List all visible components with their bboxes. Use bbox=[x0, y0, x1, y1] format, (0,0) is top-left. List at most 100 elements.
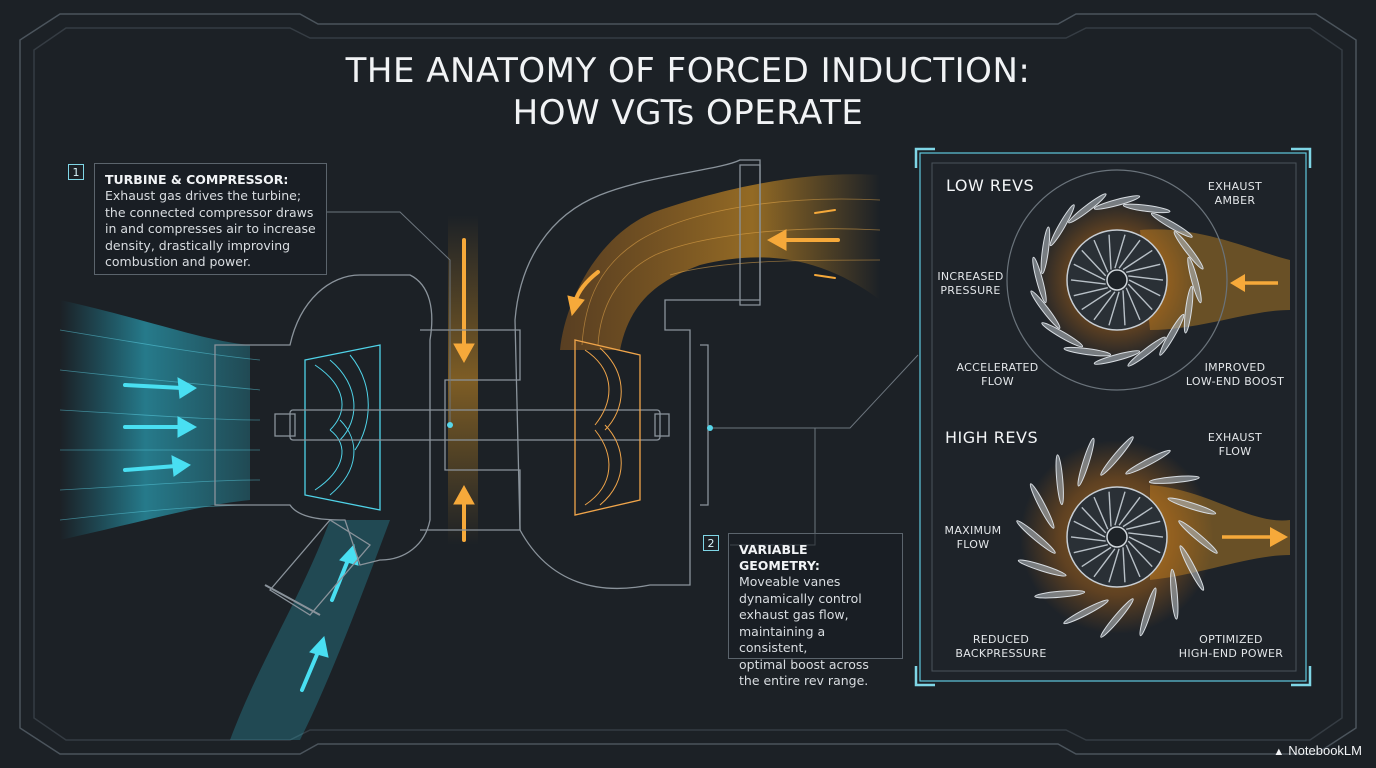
guide-vane bbox=[1063, 346, 1112, 357]
turbine-blade bbox=[1122, 290, 1126, 326]
turbine-blade bbox=[1128, 532, 1164, 538]
high-revs-heading: HIGH REVS bbox=[945, 428, 1039, 447]
guide-vane bbox=[1167, 497, 1217, 515]
high-revs-backpressure-label: REDUCED BACKPRESSURE bbox=[945, 633, 1057, 661]
callout-2-line: the entire rev range. bbox=[739, 673, 869, 688]
turbine-blade bbox=[1081, 506, 1107, 534]
turbine-blade bbox=[1126, 263, 1161, 273]
callout-2-line: dynamically control bbox=[739, 590, 862, 606]
guide-vane bbox=[1183, 285, 1194, 334]
turbine-blade bbox=[1122, 249, 1153, 271]
guide-vane bbox=[1063, 599, 1109, 625]
guide-vane bbox=[1093, 195, 1141, 210]
outer-frame bbox=[19, 13, 1357, 755]
guide-vane bbox=[1032, 256, 1047, 304]
low-revs-flow-label: ACCELERATED FLOW bbox=[945, 361, 1050, 389]
title-line-1: THE ANATOMY OF FORCED INDUCTION: bbox=[345, 51, 1031, 91]
callout-2-line: optimal boost across bbox=[739, 656, 869, 672]
callout-2-line: maintaining a consistent, bbox=[739, 623, 826, 656]
label-line: INCREASED bbox=[937, 270, 1004, 283]
guide-vane bbox=[1093, 350, 1141, 365]
title-line-2: HOW VGTs OPERATE bbox=[512, 93, 864, 133]
turbine-blade bbox=[1108, 234, 1112, 270]
turbine-blade bbox=[1128, 536, 1161, 554]
turbine-blade bbox=[1108, 548, 1120, 583]
exhaust-arrows bbox=[453, 209, 840, 542]
guide-vane bbox=[1100, 598, 1134, 638]
turbine-blade bbox=[1125, 544, 1141, 578]
label-line: EXHAUST bbox=[1207, 180, 1263, 193]
label-line: AMBER bbox=[1214, 194, 1256, 207]
label-line: IMPROVED bbox=[1204, 361, 1266, 374]
turbine-blade bbox=[1122, 506, 1153, 528]
label-line: ACCELERATED bbox=[956, 361, 1039, 374]
low-revs-boost-label: IMPROVED LOW-END BOOST bbox=[1180, 361, 1290, 389]
callout-1-line: Exhaust gas drives the turbine; bbox=[105, 188, 302, 203]
guide-vane bbox=[1127, 336, 1166, 367]
high-revs-exhaust-label: EXHAUST FLOW bbox=[1190, 431, 1280, 459]
turbine-blade bbox=[1081, 546, 1112, 568]
callout-1-line: combustion and power. bbox=[105, 254, 251, 269]
turbine-blade bbox=[1081, 289, 1112, 311]
label-line: EXHAUST bbox=[1207, 431, 1263, 444]
turbine-blade bbox=[1093, 291, 1116, 321]
guide-vane bbox=[1150, 212, 1193, 238]
guide-vane bbox=[1077, 437, 1095, 487]
turbine-blade bbox=[1118, 239, 1141, 269]
callout-1-number: 1 bbox=[68, 164, 84, 180]
low-revs-turbine bbox=[1006, 169, 1290, 391]
turbine-blade bbox=[1093, 496, 1109, 530]
turbine-blade bbox=[1114, 234, 1126, 269]
notebooklm-logo-icon: ▲ bbox=[1273, 746, 1285, 758]
turbocharger-assembly bbox=[214, 159, 761, 616]
brand-watermark: ▲NotebookLM bbox=[1273, 743, 1362, 758]
guide-vane bbox=[1178, 520, 1218, 554]
callout-2-line: Moveable vanes bbox=[739, 574, 841, 589]
page-title: THE ANATOMY OF FORCED INDUCTION: HOW VGT… bbox=[0, 50, 1376, 134]
turbine-blade bbox=[1127, 540, 1153, 568]
label-line: FLOW bbox=[1218, 445, 1252, 458]
guide-vane bbox=[1049, 204, 1075, 247]
guide-vane bbox=[1179, 545, 1205, 591]
intake-air-flow bbox=[59, 300, 390, 740]
guide-vane bbox=[1055, 454, 1064, 506]
label-line: OPTIMIZED bbox=[1199, 633, 1263, 646]
guide-vane bbox=[1017, 559, 1067, 577]
high-revs-turbine bbox=[1016, 436, 1290, 638]
label-line: LOW-END BOOST bbox=[1185, 375, 1285, 388]
low-revs-pressure-label: INCREASED PRESSURE bbox=[928, 270, 1013, 298]
guide-vane bbox=[1159, 313, 1185, 356]
guide-vane bbox=[1040, 226, 1051, 275]
low-revs-exhaust-label: EXHAUST AMBER bbox=[1190, 180, 1280, 208]
turbine-blade bbox=[1125, 287, 1141, 321]
turbine-blade bbox=[1114, 491, 1126, 526]
turbine-blade bbox=[1108, 291, 1120, 326]
turbine-blade bbox=[1122, 547, 1126, 583]
callout-variable-geometry: VARIABLE GEOMETRY: Moveable vanes dynami… bbox=[728, 533, 903, 688]
label-line: REDUCED bbox=[972, 633, 1030, 646]
label-line: FLOW bbox=[956, 538, 990, 551]
label-line: MAXIMUM bbox=[944, 524, 1002, 537]
turbine-blade bbox=[1093, 239, 1109, 273]
guide-vane bbox=[1122, 203, 1171, 214]
guide-vane bbox=[1100, 436, 1134, 476]
guide-vane bbox=[1030, 290, 1061, 329]
turbine-blade bbox=[1093, 548, 1116, 578]
turbine-blade bbox=[1070, 536, 1106, 542]
label-line: BACKPRESSURE bbox=[955, 647, 1047, 660]
guide-vane bbox=[1034, 590, 1086, 599]
callout-1-line: the connected compressor draws bbox=[105, 204, 314, 220]
high-revs-max-flow-label: MAXIMUM FLOW bbox=[935, 524, 1011, 552]
turbine-blade bbox=[1126, 520, 1161, 530]
guide-vane bbox=[1173, 231, 1204, 270]
guide-vane bbox=[1125, 449, 1171, 475]
callout-1-line: density, drastically improving bbox=[105, 237, 291, 253]
guide-vane bbox=[1170, 568, 1179, 620]
turbine-blade bbox=[1073, 520, 1106, 538]
guide-vane bbox=[1029, 483, 1055, 529]
guide-vane bbox=[1139, 587, 1157, 637]
high-revs-power-label: OPTIMIZED HIGH-END POWER bbox=[1172, 633, 1290, 661]
callout-2-number: 2 bbox=[703, 535, 719, 551]
callout-1-heading: TURBINE & COMPRESSOR: bbox=[105, 172, 289, 187]
